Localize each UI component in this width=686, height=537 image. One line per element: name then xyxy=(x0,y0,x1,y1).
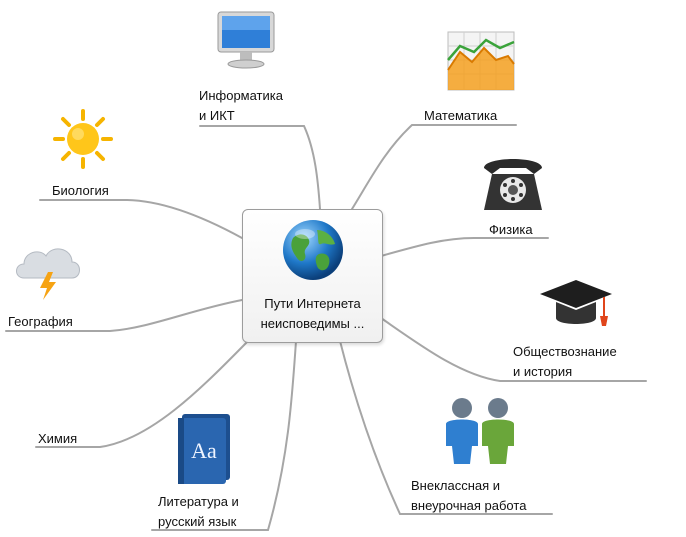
central-topic-node[interactable]: Пути Интернета неисповедимы ... xyxy=(242,209,383,343)
branch-extracurricular-line1: Внеклассная и xyxy=(411,478,501,493)
book-icon: Aa xyxy=(178,414,230,484)
branch-social[interactable]: Обществознание и история xyxy=(513,342,617,382)
central-topic-line2: неисповедимы ... xyxy=(260,316,365,331)
globe-icon xyxy=(283,220,343,280)
connector-extracurricular xyxy=(339,340,553,515)
chart-icon xyxy=(447,31,515,91)
branch-physics-line1: Физика xyxy=(489,222,533,237)
branch-informatics-line2: и ИКТ xyxy=(199,108,235,123)
telephone-icon xyxy=(484,159,542,210)
connector-math xyxy=(351,124,517,210)
branch-chemistry[interactable]: Химия xyxy=(38,429,77,449)
connector-literature xyxy=(151,340,297,531)
central-topic-line1: Пути Интернета xyxy=(264,296,361,311)
branch-literature[interactable]: Литература и русский язык xyxy=(158,492,239,532)
svg-text:Aa: Aa xyxy=(191,438,217,463)
connector-geography xyxy=(5,299,243,332)
graduation-cap-icon xyxy=(540,280,612,326)
branch-math-line1: Математика xyxy=(424,108,498,123)
storm-cloud-icon xyxy=(16,248,80,300)
branch-informatics[interactable]: Информатика и ИКТ xyxy=(199,86,283,126)
connector-physics xyxy=(380,237,549,257)
branch-physics[interactable]: Физика xyxy=(489,220,533,240)
branch-biology-line1: Биология xyxy=(52,183,109,198)
branch-geography-line1: География xyxy=(8,314,73,329)
branch-biology[interactable]: Биология xyxy=(52,181,109,201)
branch-informatics-line1: Информатика xyxy=(199,88,283,103)
connector-biology xyxy=(39,199,243,239)
connector-informatics xyxy=(199,125,321,210)
people-icon xyxy=(446,398,514,464)
branch-math[interactable]: Математика xyxy=(424,106,497,126)
branch-extracurricular-line2: внеурочная работа xyxy=(411,498,527,513)
branch-geography[interactable]: География xyxy=(8,312,73,332)
connector-chemistry xyxy=(35,340,249,448)
branch-social-line1: Обществознание xyxy=(513,344,617,359)
branch-literature-line2: русский язык xyxy=(158,514,237,529)
branch-social-line2: и история xyxy=(513,364,573,379)
sun-icon xyxy=(53,109,113,169)
connector-social xyxy=(380,317,647,382)
branch-literature-line1: Литература и xyxy=(158,494,239,509)
monitor-icon xyxy=(217,11,275,69)
branch-chemistry-line1: Химия xyxy=(38,431,78,446)
branch-extracurricular[interactable]: Внеклассная и внеурочная работа xyxy=(411,476,526,516)
